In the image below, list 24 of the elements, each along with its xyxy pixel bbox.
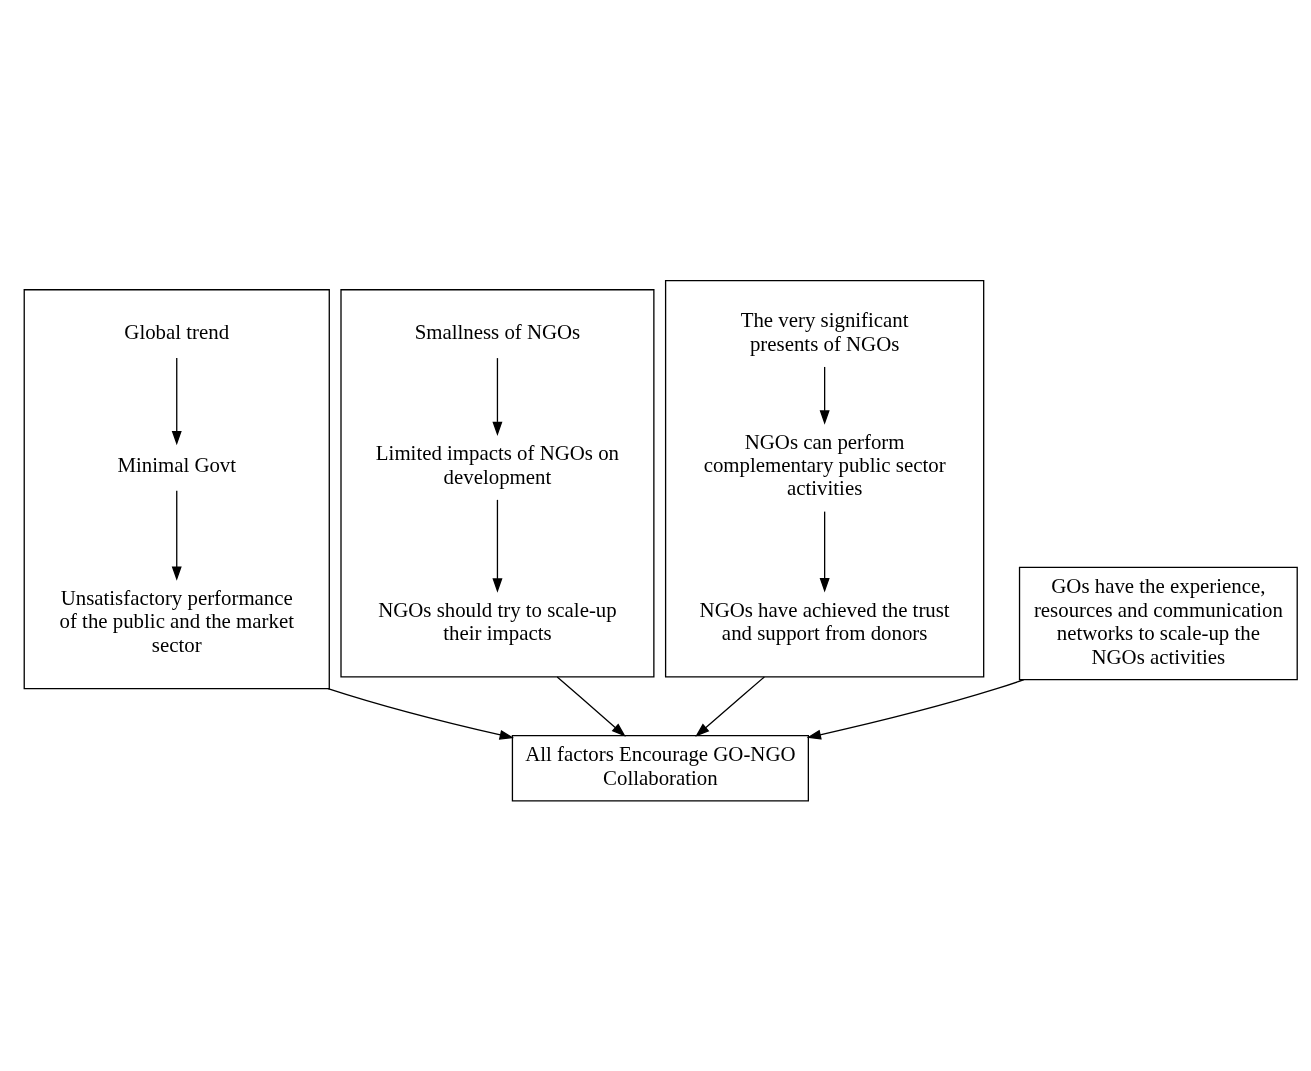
arrow — [171, 357, 182, 446]
arrow — [171, 490, 182, 581]
node-text: Smallness of NGOs — [414, 320, 581, 345]
arrow — [819, 510, 830, 593]
node-text: NGOs have achieved the trust and support from donors — [699, 597, 950, 646]
arrow — [327, 688, 514, 740]
cluster — [23, 289, 330, 690]
node-text: Limited impacts of NGOs on development — [375, 441, 620, 489]
node-text: NGOs can perform complementary public sector activities — [703, 429, 946, 501]
node-box: GOs have the experience, resources and communication networks to scale-up the NGOs activities — [1018, 566, 1298, 681]
node-text: The very significant presents of NGOs — [740, 308, 909, 356]
cluster — [340, 289, 655, 678]
node-text: Unsatisfactory performance of the public and the market sector — [59, 585, 294, 657]
arrow — [556, 676, 626, 737]
arrow — [695, 676, 765, 737]
node-text: Global trend — [124, 320, 230, 345]
node-text: NGOs should try to scale-up their impacts — [378, 597, 617, 646]
arrow — [819, 366, 830, 425]
cluster — [664, 280, 985, 678]
node-box: All factors Encourage GO-NGO Collaboration — [511, 734, 809, 802]
arrow — [492, 499, 503, 593]
arrow — [806, 679, 1025, 740]
arrow — [492, 357, 503, 436]
node-text: Minimal Govt — [117, 453, 237, 478]
